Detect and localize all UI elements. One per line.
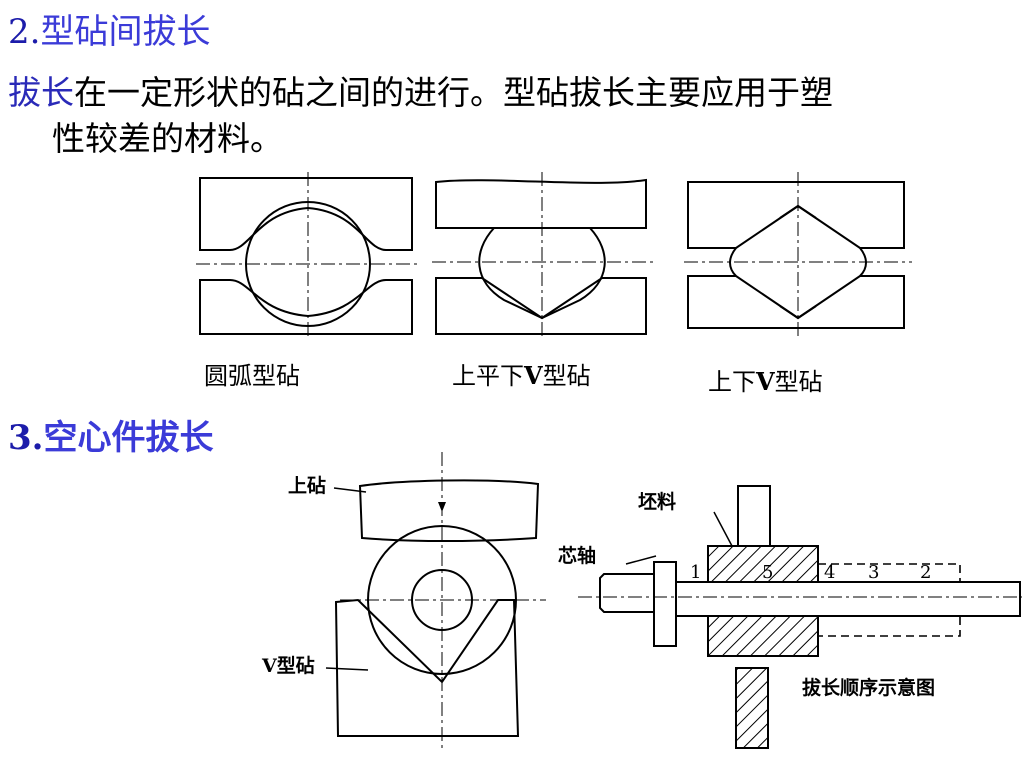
double-v-label-v: V [756,367,775,396]
flat-v-anvil-label: 上平下V型砧 [452,361,591,391]
double-v-anvil-label: 上下V型砧 [708,367,823,397]
double-v-label-pre: 上下 [708,368,756,396]
intro-paragraph: 拔长在一定形状的砧之间的进行。型砧拔长主要应用于塑 性较差的材料。 [8,70,1018,162]
upper-anvil-label: 上砧 [288,475,326,497]
arc-anvil-label: 圆弧型砧 [204,362,300,390]
keyword-drawing-out: 拔长 [8,73,74,112]
mandrel-label: 芯轴 [558,544,596,567]
step-label-4: 4 [824,562,835,583]
section-3-title: 空心件拔长 [43,418,214,458]
mandrel-caption: 拔长顺序示意图 [802,676,935,699]
section-3-heading: 3.空心件拔长 [8,418,214,458]
section-3-number: 3. [8,418,44,458]
flat-v-label-post: 型砧 [542,362,591,390]
step-label-3: 3 [868,562,879,583]
paragraph-line2: 性较差的材料。 [52,119,283,158]
step-label-1: 1 [690,562,701,583]
blank-label: 坯料 [638,490,676,513]
double-v-label-post: 型砧 [774,368,823,396]
section-2-title: 型砧间拔长 [40,12,211,52]
hollow-part-diagram: 上砧 V型砧 [261,452,546,750]
section-2-number: 2. [8,12,41,52]
arc-anvil-diagram [196,172,420,340]
step-label-2: 2 [920,562,931,583]
flat-v-anvil-diagram [432,172,656,340]
double-v-anvil-diagram [684,172,912,340]
v-anvil-label: V型砧 [261,654,315,677]
mandrel-sequence-diagram: 坯料 芯轴 1 5 4 3 2 拔长顺序示意图 [558,485,1022,749]
step-label-5: 5 [762,562,773,583]
flat-v-label-pre: 上平下 [452,362,524,390]
flat-v-label-v: V [524,361,543,390]
section-2-heading: 2.型砧间拔长 [8,12,210,52]
paragraph-line1: 在一定形状的砧之间的进行。型砧拔长主要应用于塑 [74,73,833,112]
